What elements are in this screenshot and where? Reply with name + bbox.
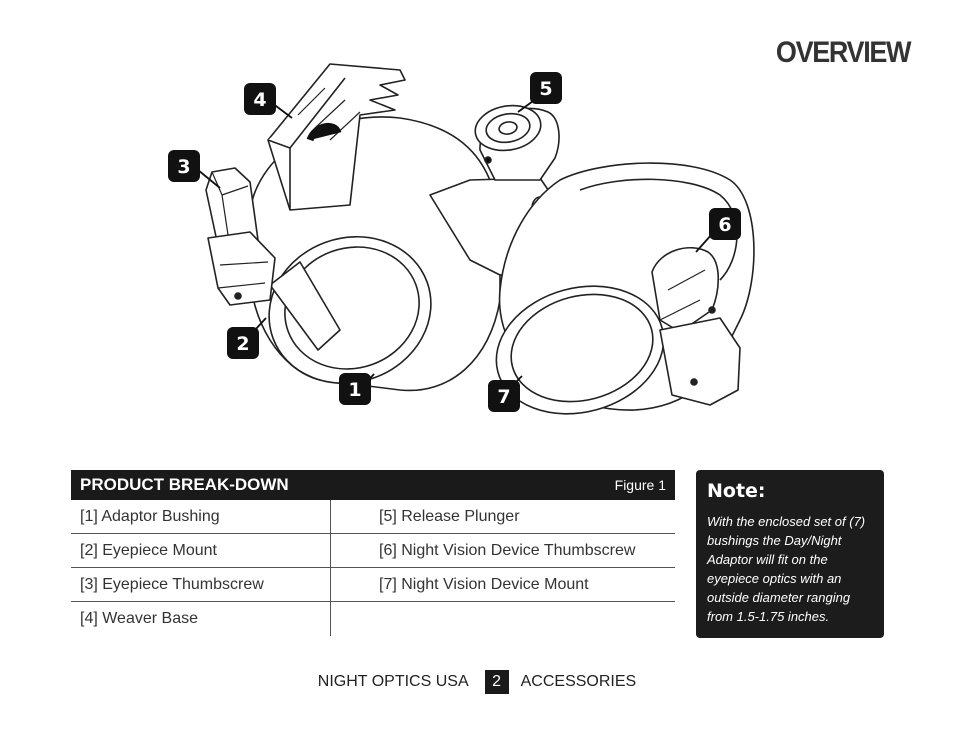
note-body: With the enclosed set of (7) bushings th… [707,514,866,624]
svg-text:1: 1 [348,379,361,401]
callout-3: 3 [168,150,200,182]
table-cell: [2] Eyepiece Mount [71,534,331,568]
note-box: Note: With the enclosed set of (7) bushi… [696,470,884,638]
page-title: OVERVIEW [775,36,912,69]
page-number: 2 [484,670,509,694]
adapter-illustration: 4 3 2 1 5 6 7 [168,63,755,415]
breakdown-title: PRODUCT BREAK-DOWN [80,475,289,494]
callout-6: 6 [709,208,741,240]
table-cell [331,602,675,636]
svg-text:7: 7 [497,386,510,408]
breakdown-header: PRODUCT BREAK-DOWN Figure 1 [71,470,675,500]
table-cell: [1] Adaptor Bushing [71,500,331,534]
table-cell: [5] Release Plunger [331,500,675,534]
callout-4: 4 [244,83,276,115]
table-cell: [3] Eyepiece Thumbscrew [71,568,331,602]
svg-text:6: 6 [718,214,731,236]
table-cell: [4] Weaver Base [71,602,331,636]
callout-5: 5 [530,72,562,104]
svg-text:5: 5 [539,78,552,100]
page-footer: NIGHT OPTICS USA 2 ACCESSORIES [0,670,954,694]
callout-2: 2 [227,327,259,359]
svg-text:2: 2 [236,333,249,355]
footer-section: ACCESSORIES [520,673,637,690]
svg-text:3: 3 [177,156,190,178]
note-title: Note: [707,480,766,502]
callout-7: 7 [488,380,520,412]
breakdown-table: PRODUCT BREAK-DOWN Figure 1 [1] Adaptor … [71,470,675,636]
footer-brand: NIGHT OPTICS USA [317,673,469,690]
figure-label: Figure 1 [614,477,666,493]
callout-1: 1 [339,373,371,405]
table-cell: [6] Night Vision Device Thumbscrew [331,534,675,568]
svg-text:4: 4 [253,89,266,111]
table-cell: [7] Night Vision Device Mount [331,568,675,602]
